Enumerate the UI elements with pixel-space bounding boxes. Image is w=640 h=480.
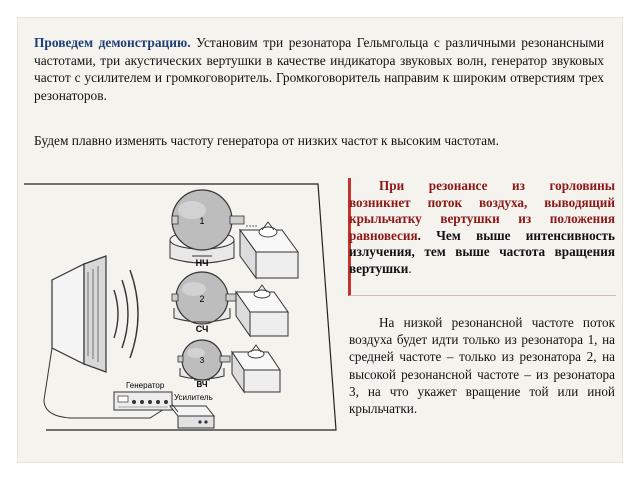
generator-device (113, 391, 173, 411)
pinwheel-1 (239, 221, 299, 280)
amplifier-label: Усилитель (174, 393, 213, 402)
frequency-sweep-sentence: Будем плавно изменять частоту генератора… (34, 133, 499, 148)
slide: Проведем демонстрацию. Установим три рез… (18, 18, 622, 462)
label-mid: СЧ (196, 324, 209, 334)
resonance-explanation: При резонансе из горловины возникнет пот… (349, 178, 615, 278)
label-high: ВЧ (196, 380, 207, 389)
resonator-3: 3 (177, 339, 231, 381)
frequency-explanation-text: На низкой резонансной частоте поток возд… (349, 315, 615, 417)
speaker-cable (43, 347, 173, 419)
intro-paragraph: Проведем демонстрацию. Установим три рез… (34, 34, 604, 104)
sound-waves-icon (113, 269, 139, 359)
table-outline (24, 183, 337, 431)
diagram-svg: 1 НЧ 2 СЧ (24, 183, 337, 431)
amplifier-device (168, 405, 216, 429)
intro-lead: Проведем демонстрацию. (34, 35, 191, 50)
pinwheel-3 (231, 344, 281, 394)
generator-amplifier-cable (171, 403, 179, 413)
loudspeaker-icon (51, 255, 107, 373)
resonator-3-number: 3 (200, 356, 205, 365)
resonator-1-number: 1 (199, 216, 204, 226)
intensity-period: . (408, 260, 412, 276)
pinwheel-2 (235, 284, 289, 338)
label-low: НЧ (196, 258, 209, 268)
resonator-diagram: 1 НЧ 2 СЧ (22, 168, 340, 460)
resonance-red-text: При резонансе из горловины возникнет пот… (349, 178, 615, 243)
resonator-1: 1 (169, 189, 245, 264)
callout-box (348, 178, 616, 296)
intensity-text: Чем выше интенсивность излучения, тем вы… (349, 227, 615, 276)
resonator-2: 2 (171, 271, 239, 325)
generator-label: Генератор (126, 381, 165, 390)
intro-text: Установим три резонатора Гельмгольца с р… (34, 35, 604, 103)
frequency-explanation: На низкой резонансной частоте поток возд… (349, 314, 615, 417)
resonator-2-number: 2 (199, 294, 204, 304)
resonance-period: . (417, 227, 421, 243)
